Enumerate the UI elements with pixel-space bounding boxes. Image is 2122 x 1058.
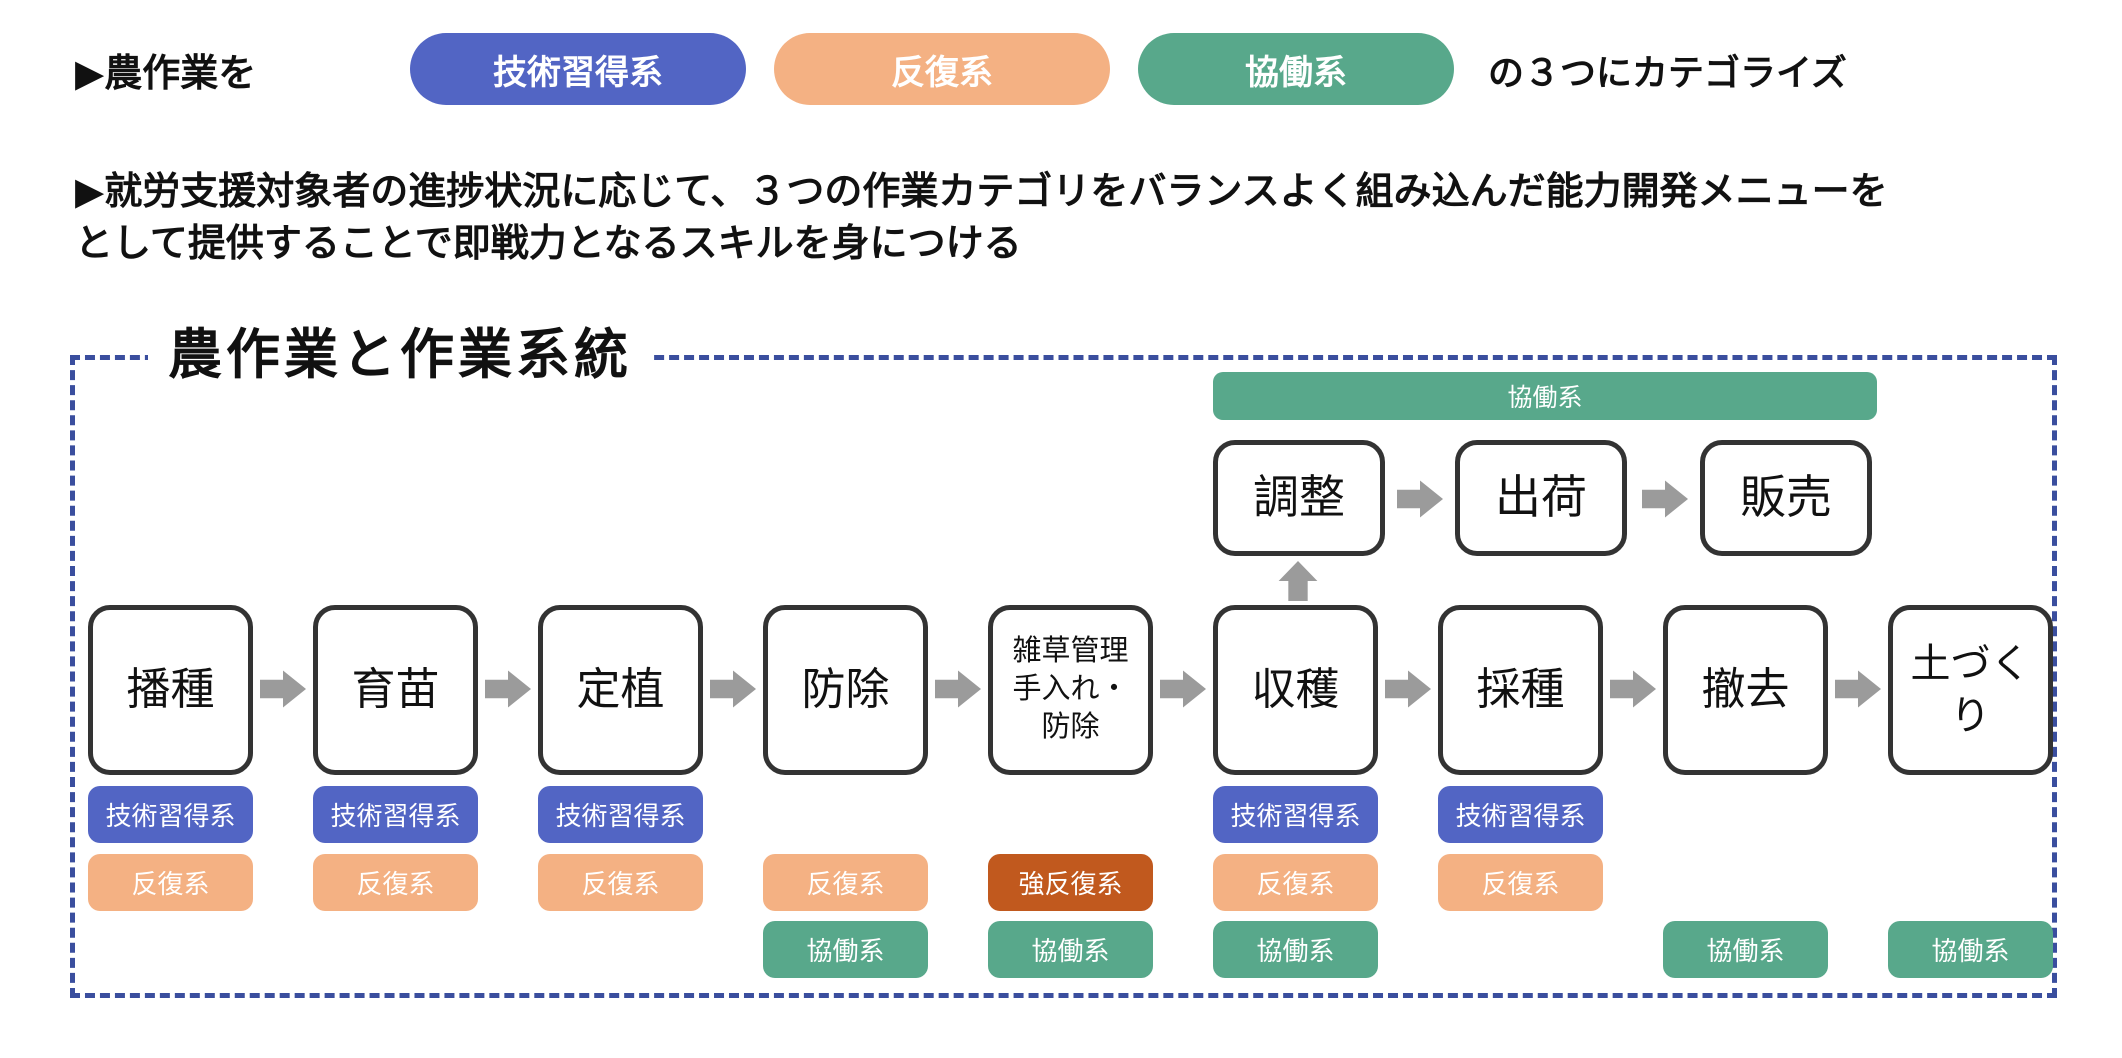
tag-tech: 技術習得系 — [313, 786, 478, 843]
tag-tech: 技術習得系 — [1438, 786, 1603, 843]
description-line-2: として提供することで即戦力となるスキルを身につける — [75, 223, 1022, 265]
tag-repeat: 反復系 — [88, 854, 253, 911]
description-line-1: ▶就労支援対象者の進捗状況に応じて、３つの作業カテゴリをバランスよく組み込んだ能… — [75, 171, 1888, 213]
intro-prefix-text: ▶農作業を — [75, 53, 257, 95]
tag-tech: 技術習得系 — [88, 786, 253, 843]
tag-repeat: 反復系 — [1213, 854, 1378, 911]
diagram-frame — [70, 355, 2057, 998]
tag-collab: 協働系 — [1213, 921, 1378, 978]
tag-tech: 技術習得系 — [538, 786, 703, 843]
stage-box-ikubyo: 育苗 — [313, 605, 478, 775]
stage-label: 播種 — [126, 665, 215, 715]
stage-label: 撤去 — [1701, 665, 1790, 715]
stage-label: 採種 — [1476, 665, 1565, 715]
stage-box-shukka: 出荷 — [1455, 440, 1627, 556]
stage-label: 育苗 — [351, 665, 440, 715]
stage-label: 販売 — [1740, 471, 1832, 524]
tag-repeat: 反復系 — [538, 854, 703, 911]
stage-box-hanbai: 販売 — [1700, 440, 1872, 556]
diagram-title: 農作業と作業系統 — [148, 310, 652, 389]
stage-box-bojo: 防除 — [763, 605, 928, 775]
stage-label: 定植 — [576, 665, 665, 715]
tag-repeat: 反復系 — [763, 854, 928, 911]
stage-box-saishu: 採種 — [1438, 605, 1603, 775]
stage-label: 収穫 — [1251, 665, 1340, 715]
tag-collab: 協働系 — [763, 921, 928, 978]
stage-box-zassou-kanri: 雑草管理 手入れ・ 防除 — [988, 605, 1153, 775]
collab-banner: 協働系 — [1213, 372, 1877, 420]
stage-box-shukaku: 収穫 — [1213, 605, 1378, 775]
tag-collab: 協働系 — [1888, 921, 2053, 978]
tag-collab: 協働系 — [988, 921, 1153, 978]
category-pill-repeat: 反復系 — [774, 33, 1110, 105]
tag-repeat: 反復系 — [1438, 854, 1603, 911]
stage-label: 雑草管理 手入れ・ 防除 — [1012, 635, 1129, 743]
tag-strong-repeat: 強反復系 — [988, 854, 1153, 911]
category-pill-collab: 協働系 — [1138, 33, 1454, 105]
tag-repeat: 反復系 — [313, 854, 478, 911]
intro-suffix-text: の３つにカテゴライズ — [1488, 52, 1847, 93]
stage-label: 防除 — [801, 665, 890, 715]
stage-box-hashu: 播種 — [88, 605, 253, 775]
stage-box-chousei: 調整 — [1213, 440, 1385, 556]
stage-label: 土づくり — [1910, 642, 2031, 738]
stage-box-tekkyo: 撤去 — [1663, 605, 1828, 775]
stage-label: 出荷 — [1495, 471, 1587, 524]
stage-box-tsuchizukuri: 土づくり — [1888, 605, 2053, 775]
category-pill-tech: 技術習得系 — [410, 33, 746, 105]
tag-tech: 技術習得系 — [1213, 786, 1378, 843]
tag-collab: 協働系 — [1663, 921, 1828, 978]
stage-label: 調整 — [1253, 471, 1345, 524]
stage-box-teishoku: 定植 — [538, 605, 703, 775]
